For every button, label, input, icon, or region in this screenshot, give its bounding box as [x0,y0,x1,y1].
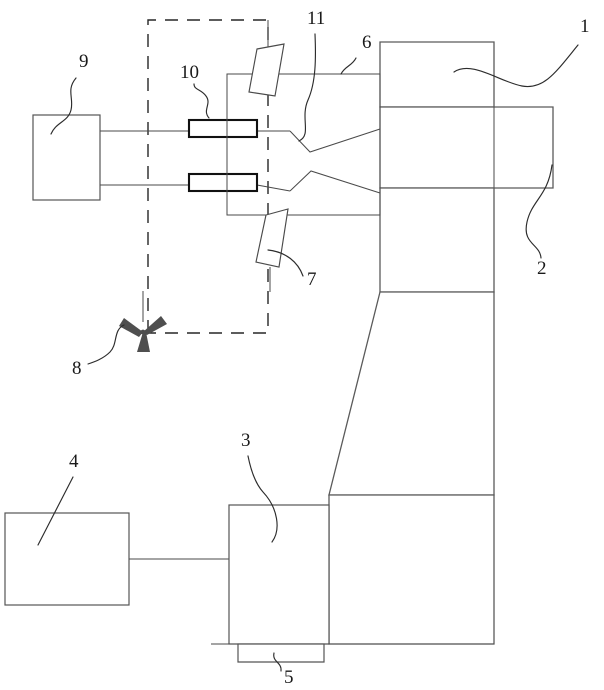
fan-hub [140,329,146,335]
main-body-middle-band [379,106,554,189]
left-supply-unit [32,114,101,201]
label-4: 4 [69,451,79,472]
lower-tilted-element [255,208,289,268]
leader-line-4 [37,476,74,546]
leader-line-2 [525,164,553,259]
lower-pipe-line-right [256,184,291,192]
fan-blade-bottom [137,332,150,352]
lower-left-control-unit [4,512,130,606]
main-body-base-block [328,494,495,645]
leader-line-1 [453,44,579,88]
label-11: 11 [307,8,325,29]
leader-line-11 [298,33,317,142]
dashed-boundary-region [147,19,269,334]
leader-line-8 [87,324,125,365]
main-body-lower-block [379,187,495,293]
leader-line-9 [50,77,77,135]
label-group: 1 2 3 4 5 6 7 8 9 10 11 [69,8,590,688]
label-2: 2 [537,258,547,279]
leader-lines [37,33,579,672]
lower-left-chamber [228,504,330,645]
upper-tilted-element [248,43,285,97]
label-10: 10 [180,62,199,83]
internal-branch-lines [226,20,380,292]
base-support-foot-group [211,643,494,663]
label-6: 6 [362,32,372,53]
label-1: 1 [580,16,590,37]
main-body-top-block [379,41,495,108]
label-9: 9 [79,51,89,72]
label-8: 8 [72,358,82,379]
inline-valve-upper [187,118,259,139]
label-7: 7 [307,269,317,290]
fan-blade-left [119,318,143,337]
body-inlet-connectors [289,128,381,194]
fan-blade-right [143,316,167,335]
lower-inlet-connector [289,170,381,194]
pipe-lines [100,130,291,192]
inline-valve-lower [187,172,259,193]
label-3: 3 [241,430,251,451]
leader-line-6 [340,57,357,75]
fan-nozzle-symbol [119,291,167,352]
leader-line-3 [247,455,278,543]
inline-valve-pair [187,118,259,193]
label-5: 5 [284,667,294,688]
leader-line-7 [267,249,304,277]
upper-inlet-connector [289,128,381,153]
main-body-tapered-column [328,291,495,496]
dashed-boundary-path [147,19,269,334]
base-support-foot [237,643,325,663]
leader-line-5 [273,652,282,672]
main-body-group [328,41,554,645]
leader-line-10 [193,83,210,119]
